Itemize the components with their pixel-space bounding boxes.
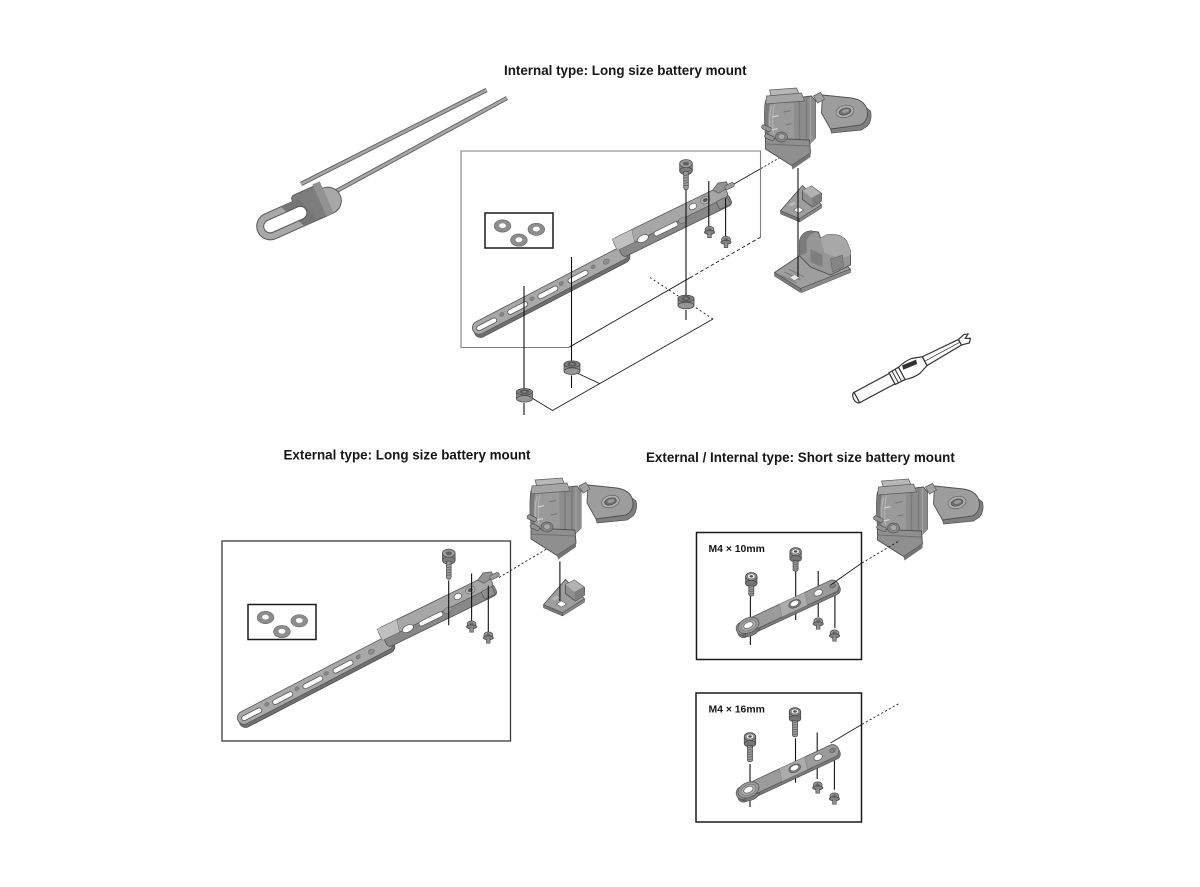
svg-text:External type: Long size batte: External type: Long size battery mount [284, 448, 532, 463]
svg-text:Internal type: Long size batte: Internal type: Long size battery mount [504, 63, 747, 78]
svg-text:M4 × 10mm: M4 × 10mm [709, 544, 765, 555]
svg-text:External / Internal type: Shor: External / Internal type: Short size bat… [646, 450, 955, 465]
svg-text:M4 × 16mm: M4 × 16mm [709, 705, 765, 716]
